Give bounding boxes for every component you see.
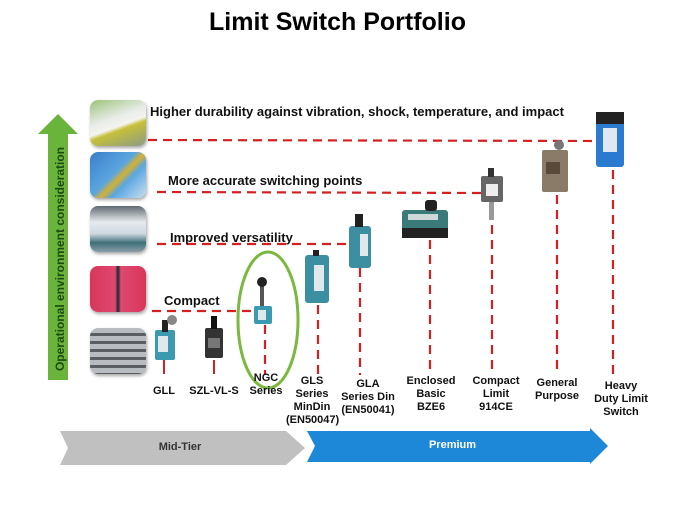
product-label-gla: GLA Series Din (EN50041) xyxy=(341,378,395,416)
product-image-bze6 xyxy=(402,200,448,238)
premium-arrow xyxy=(307,428,608,464)
tier-line-durability xyxy=(147,138,601,143)
tier-label-compact: Compact xyxy=(164,293,220,308)
product-label-ngc: NGC Series xyxy=(249,372,283,397)
product-label-bze6: Enclosed Basic BZE6 xyxy=(406,375,456,413)
tier-label-versatility: Improved versatility xyxy=(170,230,293,245)
product-image-gll xyxy=(155,315,177,360)
page-title: Limit Switch Portfolio xyxy=(209,8,466,36)
tier-label-durability: Higher durability against vibration, sho… xyxy=(150,104,564,119)
ngc-highlight-ellipse xyxy=(236,250,300,390)
tier-image-escalator xyxy=(90,328,146,374)
product-image-914ce xyxy=(481,168,503,220)
product-image-gla xyxy=(349,214,371,268)
mid-tier-label: Mid-Tier xyxy=(158,441,202,453)
tier-label-accuracy: More accurate switching points xyxy=(168,173,363,188)
tier-line-accuracy xyxy=(156,190,484,195)
product-image-heavy-duty xyxy=(596,112,624,167)
product-label-gls: GLS Series MinDin (EN50047) xyxy=(286,375,340,426)
vertical-axis-label: Operational environment consideration xyxy=(53,146,67,372)
product-image-gls xyxy=(305,250,329,303)
product-image-general-purpose xyxy=(542,140,568,192)
mid-tier-arrow xyxy=(60,431,305,465)
tier-image-train-doors xyxy=(90,266,146,312)
product-label-gll: GLL xyxy=(153,385,175,397)
product-label-heavy-duty: Heavy Duty Limit Switch xyxy=(594,380,648,418)
product-label-914ce: Compact Limit 914CE xyxy=(472,375,520,413)
product-image-szl xyxy=(205,316,223,358)
vertical-arrow xyxy=(38,114,78,380)
tier-image-paper-mill xyxy=(90,206,146,252)
product-image-ngc xyxy=(254,277,272,324)
premium-label: Premium xyxy=(428,439,477,451)
tier-image-train xyxy=(90,100,146,146)
tier-image-crane xyxy=(90,152,146,198)
product-label-general-purpose: General Purpose xyxy=(534,377,579,402)
product-label-szl: SZL-VL-S xyxy=(189,385,239,397)
